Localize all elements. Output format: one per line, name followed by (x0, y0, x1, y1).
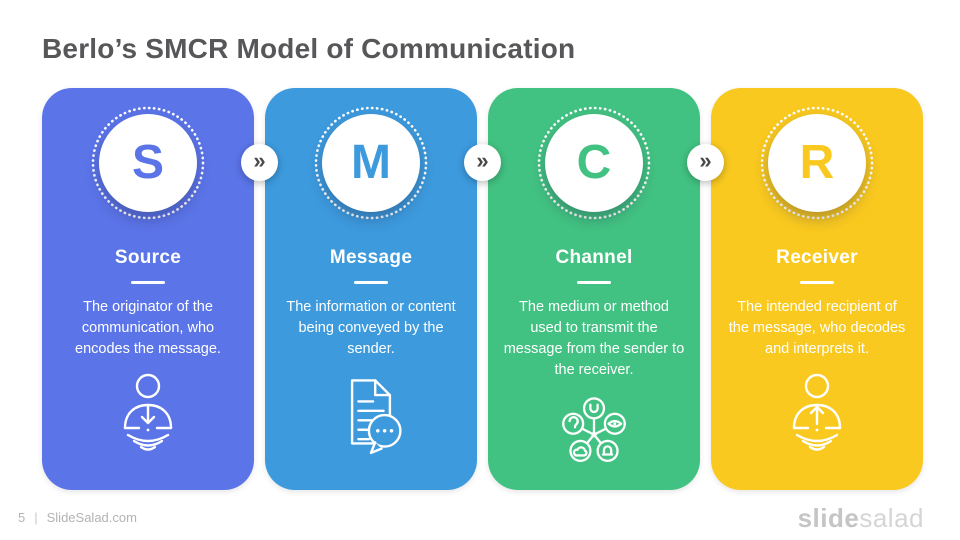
badge-circle: R (768, 114, 866, 212)
footer-site-link[interactable]: SlideSalad.com (46, 510, 137, 525)
dotted-ring (90, 105, 206, 221)
badge-circle: C (545, 114, 643, 212)
chevron-glyph: » (253, 148, 266, 173)
card-title-channel: Channel (555, 247, 633, 268)
title-divider (354, 281, 388, 284)
slidesalad-logo: slidesalad (798, 505, 924, 531)
sight-eye-glyph (608, 421, 621, 426)
title-divider (577, 281, 611, 284)
badge-source: S (90, 105, 206, 221)
badge-circle: S (99, 114, 197, 212)
badge-message: M (313, 105, 429, 221)
card-title-source: Source (114, 247, 182, 268)
badge-letter-r: R (799, 136, 835, 189)
title-divider (131, 281, 165, 284)
footer-divider: | (34, 510, 38, 525)
smell-nose-glyph (574, 447, 586, 455)
card-receiver: R Receiver The intended recipient of the… (711, 88, 923, 490)
logo-text-light: salad (859, 503, 924, 533)
dotted-ring (759, 105, 875, 221)
chevron-right-icon: » (464, 144, 501, 181)
touch-hand-glyph (603, 446, 612, 454)
chevron-glyph: » (476, 148, 489, 173)
title-divider (800, 281, 834, 284)
badge-letter-m: M (351, 136, 391, 189)
page-title: Berlo’s SMCR Model of Communication (42, 33, 576, 64)
badge-letter-c: C (576, 136, 612, 189)
card-source: S Source The originator of the communica… (42, 88, 254, 490)
page-number: 5 (18, 510, 26, 525)
five-senses-icon (488, 393, 700, 469)
footer-left: 5 | SlideSalad.com (18, 510, 137, 525)
dotted-ring (536, 105, 652, 221)
chevron-glyph: » (699, 148, 712, 173)
badge-channel: C (536, 105, 652, 221)
hearing-ear-glyph (570, 417, 578, 427)
badge-letter-s: S (131, 136, 164, 189)
badge-circle: M (322, 114, 420, 212)
card-title-receiver: Receiver (776, 247, 858, 268)
card-description-channel: The medium or method used to transmit th… (503, 299, 685, 379)
person-encoding-icon (42, 372, 254, 456)
logo-text-bold: slide (797, 503, 860, 533)
document-chat-icon (265, 372, 477, 456)
dotted-ring (313, 105, 429, 221)
badge-receiver: R (759, 105, 875, 221)
card-description-source: The originator of the communication, who… (75, 299, 221, 358)
person-decoding-icon (711, 372, 923, 456)
card-message: M Message The information or content bei… (265, 88, 477, 490)
chevron-right-icon: » (241, 144, 278, 181)
card-channel: C Channel The medium or method used to t… (488, 88, 700, 490)
taste-mouth-glyph (590, 405, 597, 412)
card-title-message: Message (329, 247, 413, 268)
smcr-cards-row: S Source The originator of the communica… (42, 88, 923, 490)
card-description-message: The information or content being conveye… (286, 299, 456, 358)
card-description-receiver: The intended recipient of the message, w… (728, 299, 906, 358)
chevron-right-icon: » (687, 144, 724, 181)
